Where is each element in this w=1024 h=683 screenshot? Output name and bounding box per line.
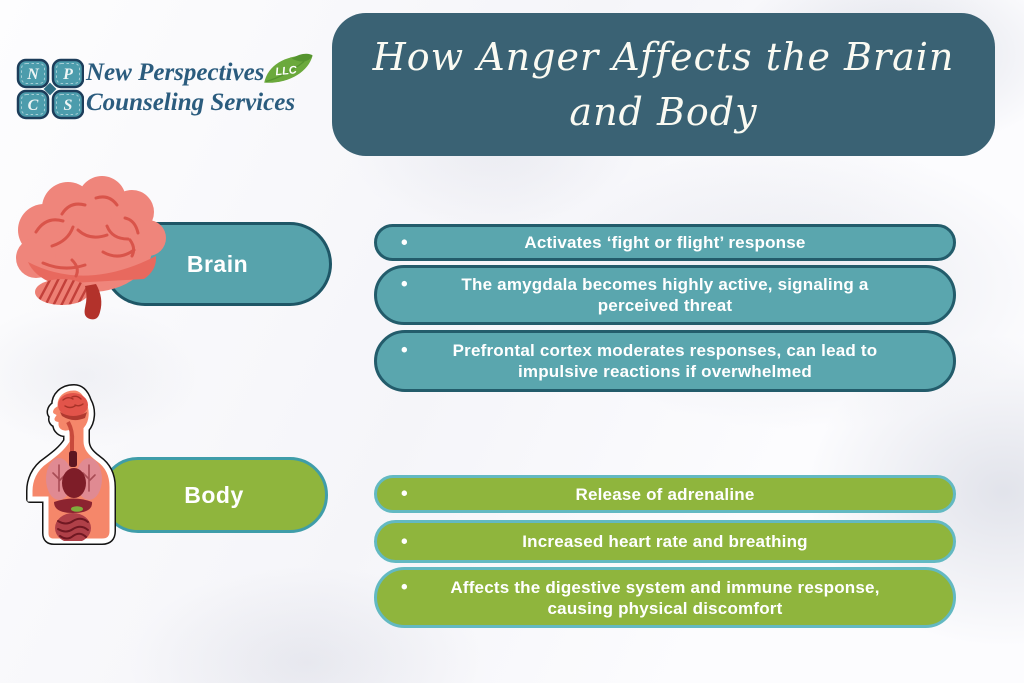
body-label-pill: Body [100, 457, 328, 533]
logo-letter-p: P [62, 66, 73, 83]
npcs-logo-tiles-icon: N P C S [16, 58, 84, 120]
body-point-text-1: Release of adrenaline [575, 484, 755, 504]
page-title-line1: How Anger Affects the Brain [372, 34, 955, 79]
brain-illustration-icon [16, 176, 166, 320]
bullet-icon: • [401, 483, 408, 505]
logo-letter-s: S [64, 97, 73, 114]
page-title: How Anger Affects the Brain and Body [332, 13, 995, 156]
brain-point-text-2: The amygdala becomes highly active, sign… [461, 275, 869, 315]
brain-point-pill-3: • Prefrontal cortex moderates responses,… [374, 330, 956, 392]
llc-leaf-icon: LLC [264, 53, 313, 83]
company-name: New Perspectives Counseling Services [86, 58, 326, 118]
brain-point-text-3: Prefrontal cortex moderates responses, c… [452, 341, 878, 381]
body-label-text: Body [184, 481, 244, 508]
bullet-icon: • [401, 576, 408, 598]
brain-point-pill-1: • Activates ‘fight or flight’ response [374, 224, 956, 261]
company-name-line1: New Perspectives [86, 59, 265, 86]
body-point-text-2: Increased heart rate and breathing [522, 532, 808, 551]
bullet-icon: • [401, 340, 408, 361]
bullet-icon: • [401, 274, 408, 295]
page-title-line2: and Body [569, 89, 758, 134]
body-point-pill-1: • Release of adrenaline [374, 475, 956, 513]
body-anatomy-illustration-icon [26, 384, 116, 545]
logo-letter-n: N [26, 66, 40, 83]
body-point-pill-3: • Affects the digestive system and immun… [374, 567, 956, 628]
bullet-icon: • [401, 232, 408, 253]
brain-point-text-1: Activates ‘fight or flight’ response [524, 233, 806, 252]
brain-label-text: Brain [186, 250, 249, 277]
body-point-text-3: Affects the digestive system and immune … [450, 577, 880, 618]
bullet-icon: • [401, 531, 408, 552]
llc-badge-text: LLC [275, 64, 299, 78]
logo-letter-c: C [28, 97, 39, 114]
company-name-line2: Counseling Services [86, 89, 296, 116]
body-point-pill-2: • Increased heart rate and breathing [374, 520, 956, 563]
brain-point-pill-2: • The amygdala becomes highly active, si… [374, 265, 956, 325]
